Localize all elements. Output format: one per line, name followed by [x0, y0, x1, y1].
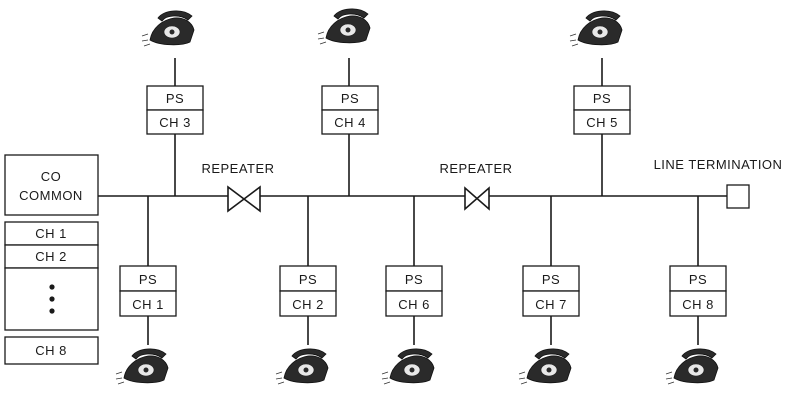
ellipsis-dot	[49, 296, 55, 302]
repeater-label: REPEATER	[439, 161, 512, 176]
telephone-icon	[141, 10, 195, 47]
ps-label: PS	[299, 272, 317, 287]
top-drop: PS CH 3	[141, 10, 204, 196]
bottom-drop: PS CH 7	[518, 196, 580, 385]
co-channel-box	[4, 336, 99, 365]
top-drop: PS CH 5	[569, 10, 631, 196]
telephone-icon	[665, 348, 719, 385]
ps-label: PS	[341, 91, 359, 106]
drop-channel-label: CH 4	[334, 115, 366, 130]
bottom-drop: PS CH 6	[381, 196, 443, 385]
telephone-icon	[381, 348, 435, 385]
ps-label: PS	[166, 91, 184, 106]
drop-channel-label: CH 5	[586, 115, 618, 130]
repeater-icon	[464, 186, 490, 211]
bottom-drop: PS CH 8	[665, 196, 727, 385]
line-termination-label: LINE TERMINATION	[654, 157, 783, 172]
co-ellipsis-box	[4, 267, 99, 331]
telephone-icon	[317, 8, 371, 45]
co-common-label: COMMON	[19, 188, 83, 203]
co-label: CO	[41, 169, 62, 184]
telephone-icon	[569, 10, 623, 47]
co-channel-label: CH 8	[35, 343, 67, 358]
drop-channel-label: CH 1	[132, 297, 164, 312]
telephone-icon	[275, 348, 329, 385]
drop-channel-label: CH 2	[292, 297, 324, 312]
telephone-icon	[518, 348, 572, 385]
line-termination-box	[726, 184, 750, 209]
ps-label: PS	[139, 272, 157, 287]
ps-label: PS	[593, 91, 611, 106]
drop-channel-label: CH 3	[159, 115, 191, 130]
ps-label: PS	[542, 272, 560, 287]
co-channel-label: CH 1	[35, 226, 67, 241]
drop-channel-label: CH 7	[535, 297, 567, 312]
telephone-icon	[115, 348, 169, 385]
top-drop: PS CH 4	[317, 8, 379, 196]
ellipsis-dot	[49, 284, 55, 290]
drop-channel-label: CH 8	[682, 297, 714, 312]
co-equipment: CO COMMON CH 1 CH 2 CH 8	[4, 154, 99, 365]
bottom-drop: PS CH 1	[115, 196, 177, 385]
ps-label: PS	[405, 272, 423, 287]
ps-label: PS	[689, 272, 707, 287]
co-channel-label: CH 2	[35, 249, 67, 264]
ellipsis-dot	[49, 308, 55, 314]
bottom-drop: PS CH 2	[275, 196, 337, 385]
repeater-icon	[227, 185, 261, 213]
co-common-box	[4, 154, 99, 216]
drop-channel-label: CH 6	[398, 297, 430, 312]
repeater-label: REPEATER	[201, 161, 274, 176]
